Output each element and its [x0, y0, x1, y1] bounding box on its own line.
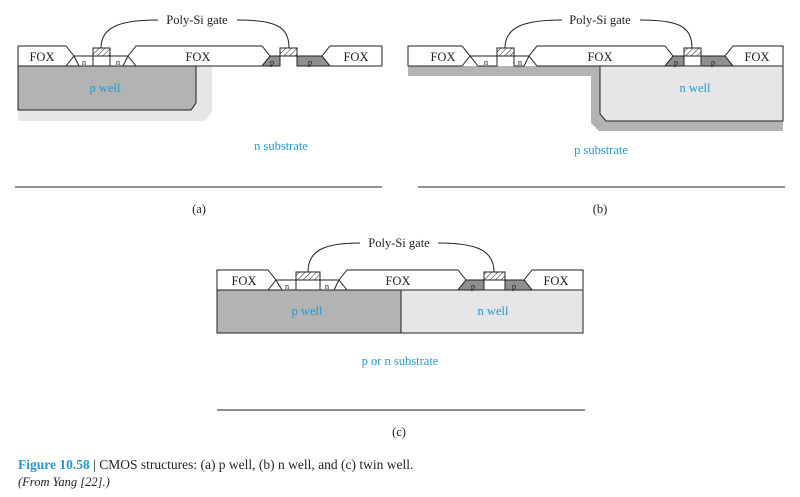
- fox-label: FOX: [430, 50, 455, 64]
- n-source: [73, 55, 94, 67]
- fox-label: FOX: [185, 50, 210, 64]
- well-label: p well: [292, 304, 323, 318]
- fox-left: [216, 269, 277, 291]
- gate-connection: [504, 19, 693, 49]
- well-label: n well: [680, 81, 711, 95]
- fox-left: [17, 45, 75, 67]
- panel-caption: (a): [192, 202, 206, 216]
- figure-number: Figure 10.58: [18, 457, 90, 472]
- fox-label: FOX: [543, 274, 568, 288]
- p-source: [663, 55, 685, 67]
- well-label: n well: [478, 304, 509, 318]
- fox-label: FOX: [231, 274, 256, 288]
- panel-caption: (b): [593, 202, 608, 216]
- substrate-label: p substrate: [574, 143, 628, 157]
- n-label: n: [82, 57, 87, 67]
- caption-separator: |: [89, 457, 100, 472]
- panel-b: Poly-Si gate FOX FOX FOX n n p p n well …: [407, 13, 785, 216]
- n-label: n: [285, 281, 290, 291]
- substrate-label: p or n substrate: [362, 354, 439, 368]
- n-label: n: [484, 57, 489, 67]
- gate-connection: [100, 19, 290, 49]
- panel-a: Poly-Si gate FOX FOX FOX n n p p p well …: [15, 13, 383, 216]
- substrate-label: n substrate: [254, 139, 308, 153]
- fox-right: [523, 269, 584, 291]
- fox-label: FOX: [587, 50, 612, 64]
- p-label: p: [270, 57, 274, 67]
- n-gate: [295, 271, 321, 281]
- p-gate: [279, 47, 298, 57]
- gate-label: Poly-Si gate: [166, 13, 228, 27]
- p-label: p: [308, 57, 312, 67]
- n-source: [275, 279, 297, 291]
- panel-c: Poly-Si gate FOX FOX FOX n n p p p well …: [216, 236, 585, 439]
- p-source: [260, 55, 281, 67]
- n-label: n: [518, 57, 523, 67]
- gate-label: Poly-Si gate: [569, 13, 631, 27]
- n-gate: [92, 47, 111, 57]
- p-drain: [504, 279, 534, 291]
- fox-right: [724, 45, 784, 67]
- n-drain: [513, 55, 530, 67]
- gate-label: Poly-Si gate: [368, 236, 430, 250]
- p-source: [456, 279, 485, 291]
- fox-label: FOX: [343, 50, 368, 64]
- n-drain: [319, 279, 340, 291]
- fox-right: [321, 45, 383, 67]
- gate-connection: [307, 242, 495, 273]
- n-drain: [109, 55, 129, 67]
- fox-left: [407, 45, 471, 67]
- p-label: p: [512, 281, 516, 291]
- p-gate: [683, 47, 702, 57]
- panel-caption: (c): [392, 425, 406, 439]
- fox-label: FOX: [29, 50, 54, 64]
- p-drain: [700, 55, 735, 67]
- figure-source: (From Yang [22].): [18, 475, 110, 489]
- fox-label: FOX: [744, 50, 769, 64]
- n-source: [468, 55, 498, 67]
- p-drain: [296, 55, 332, 67]
- figure-caption: Figure 10.58 | CMOS structures: (a) p we…: [18, 457, 413, 473]
- n-label: n: [116, 57, 121, 67]
- caption-text: CMOS structures: (a) p well, (b) n well,…: [99, 457, 414, 472]
- p-label: p: [711, 57, 715, 67]
- p-label: p: [674, 57, 678, 67]
- n-gate: [496, 47, 515, 57]
- fox-label: FOX: [385, 274, 410, 288]
- p-gate: [483, 271, 506, 281]
- p-label: p: [471, 281, 475, 291]
- well-label: p well: [90, 81, 121, 95]
- n-label: n: [325, 281, 330, 291]
